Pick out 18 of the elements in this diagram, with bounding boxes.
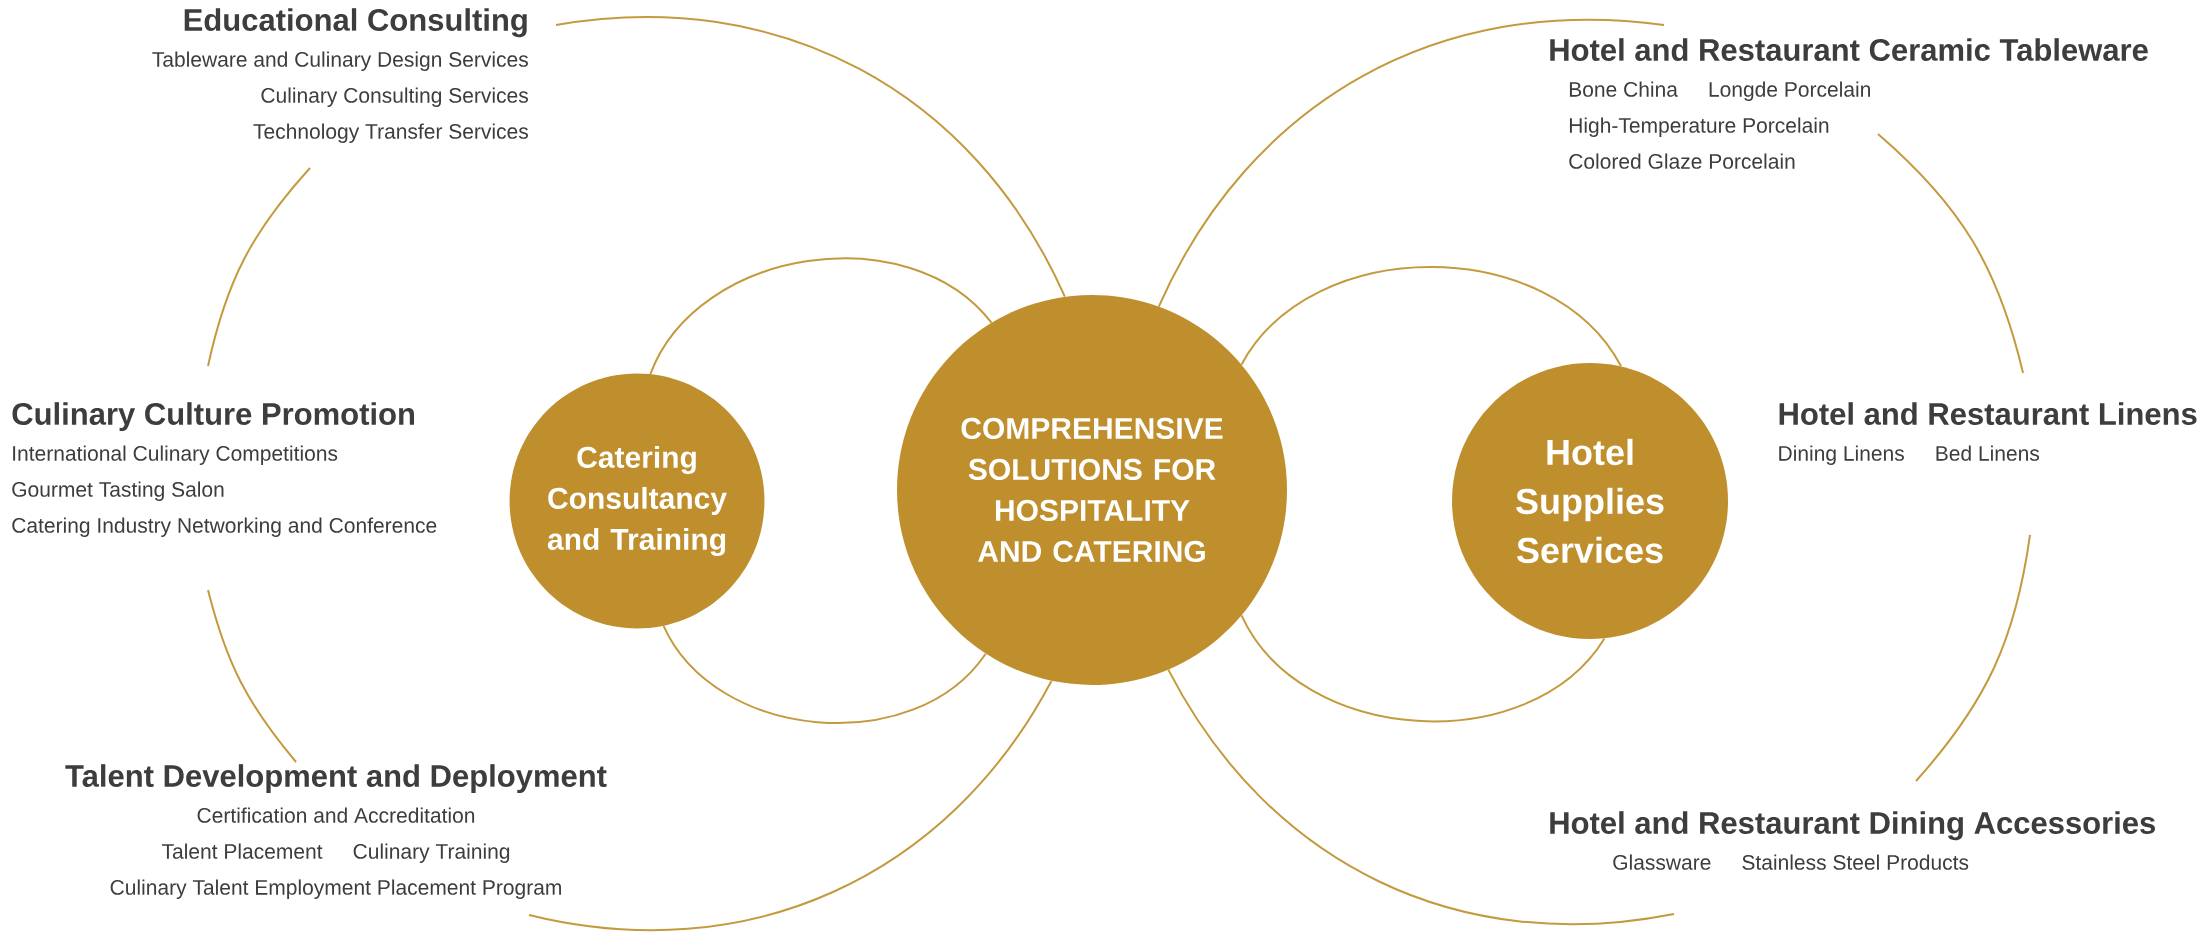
arc-line (1915, 534, 2031, 782)
arc-line (555, 16, 1066, 298)
arc-line (1877, 133, 2024, 374)
arc-line (1240, 266, 1623, 368)
arc-line (1167, 668, 1675, 926)
service-list: Hotel and Restaurant Dining Accessories Glassware Stainless Steel Products (1550, 811, 2155, 870)
arc-line (528, 679, 1053, 931)
arc-line (207, 589, 297, 763)
arc-line (1157, 19, 1665, 308)
arc-line (207, 167, 311, 367)
service-list: Hotel and Restaurant Ceramic Tableware Bone China Longde Porcelain High-Temperature Porcelain Colored Glaze Porcelain (1550, 38, 2148, 169)
arc-line (649, 257, 993, 376)
service-list: Talent Development and Deployment Certification and Accreditation Talent Placement Culinary Training Culinary Talent Employment Placement Program (65, 764, 607, 899)
service-list: Educational Consulting Tableware and Culinary Design Services Culinary Consulting Services Technology Transfer Services (152, 8, 528, 143)
service-list: Culinary Culture Promotion International Culinary Competitions Gourmet Tasting Salon Catering Industry Networking and Conference (12, 402, 437, 537)
service-list: Hotel and Restaurant Linens Dining Linens Bed Linens (1779, 402, 2197, 465)
arc-line (662, 624, 987, 724)
arc-line (1240, 614, 1606, 722)
